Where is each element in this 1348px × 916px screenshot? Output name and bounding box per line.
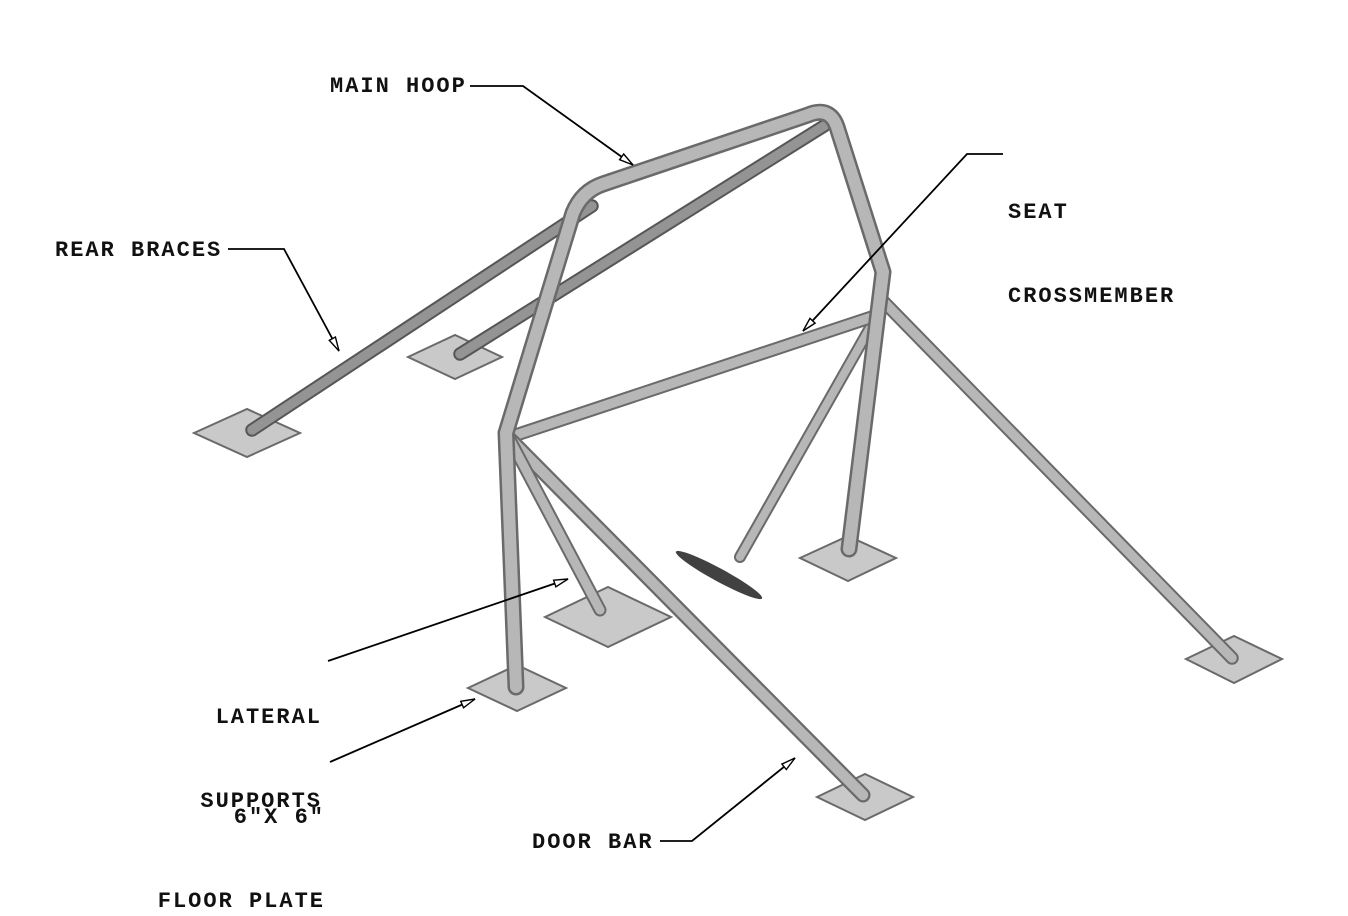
door-bar-right-tube [874, 292, 1239, 665]
leader-main-hoop [470, 85, 634, 166]
leader-rear-braces [228, 248, 340, 352]
lateral-support-left-tube [502, 431, 607, 617]
rear-brace-right-tube [453, 119, 831, 361]
label-seat-crossmember: SEAT CROSSMEMBER [1008, 143, 1175, 367]
tubes [245, 103, 1239, 803]
leader-floor-plate [329, 698, 476, 763]
label-main-hoop: MAIN HOOP [330, 73, 467, 101]
lateral-supports-text-line2: SUPPORTS [200, 789, 322, 814]
floor-plates [191, 333, 1285, 822]
leader-seat-crossmember [802, 153, 1003, 332]
floor-plate-text-line1: 6"X 6" [233, 805, 325, 830]
label-floor-plate: 6"X 6" FLOOR PLATE [155, 748, 325, 916]
door-bar-tube [503, 432, 871, 803]
main-hoop-tube [497, 103, 892, 696]
label-door-bar: DOOR BAR [532, 829, 654, 857]
lateral-supports-text-line1: LATERAL [215, 705, 322, 730]
rear-brace-left-tube [245, 199, 599, 437]
floor-plate-main-hoop-right [797, 534, 899, 583]
label-lateral-supports: LATERAL SUPPORTS [186, 648, 322, 872]
rear-braces-text: REAR BRACES [55, 238, 223, 263]
lateral-support-right-tube [675, 313, 881, 600]
floor-plate-lateral-support [542, 585, 674, 649]
seat-crossmember-text-line1: SEAT [1008, 200, 1069, 225]
main-hoop-text: MAIN HOOP [330, 74, 467, 99]
floor-plate-text-line2: FLOOR PLATE [157, 889, 325, 914]
door-bar-text: DOOR BAR [532, 830, 654, 855]
label-rear-braces: REAR BRACES [55, 237, 222, 265]
seat-crossmember-text-line2: CROSSMEMBER [1008, 284, 1176, 309]
leader-lateral-supports [327, 578, 569, 662]
leader-lines [228, 85, 1003, 842]
seat-crossmember-tube [503, 309, 882, 444]
leader-door-bar [660, 757, 796, 842]
tube-end-shadow [675, 550, 763, 600]
